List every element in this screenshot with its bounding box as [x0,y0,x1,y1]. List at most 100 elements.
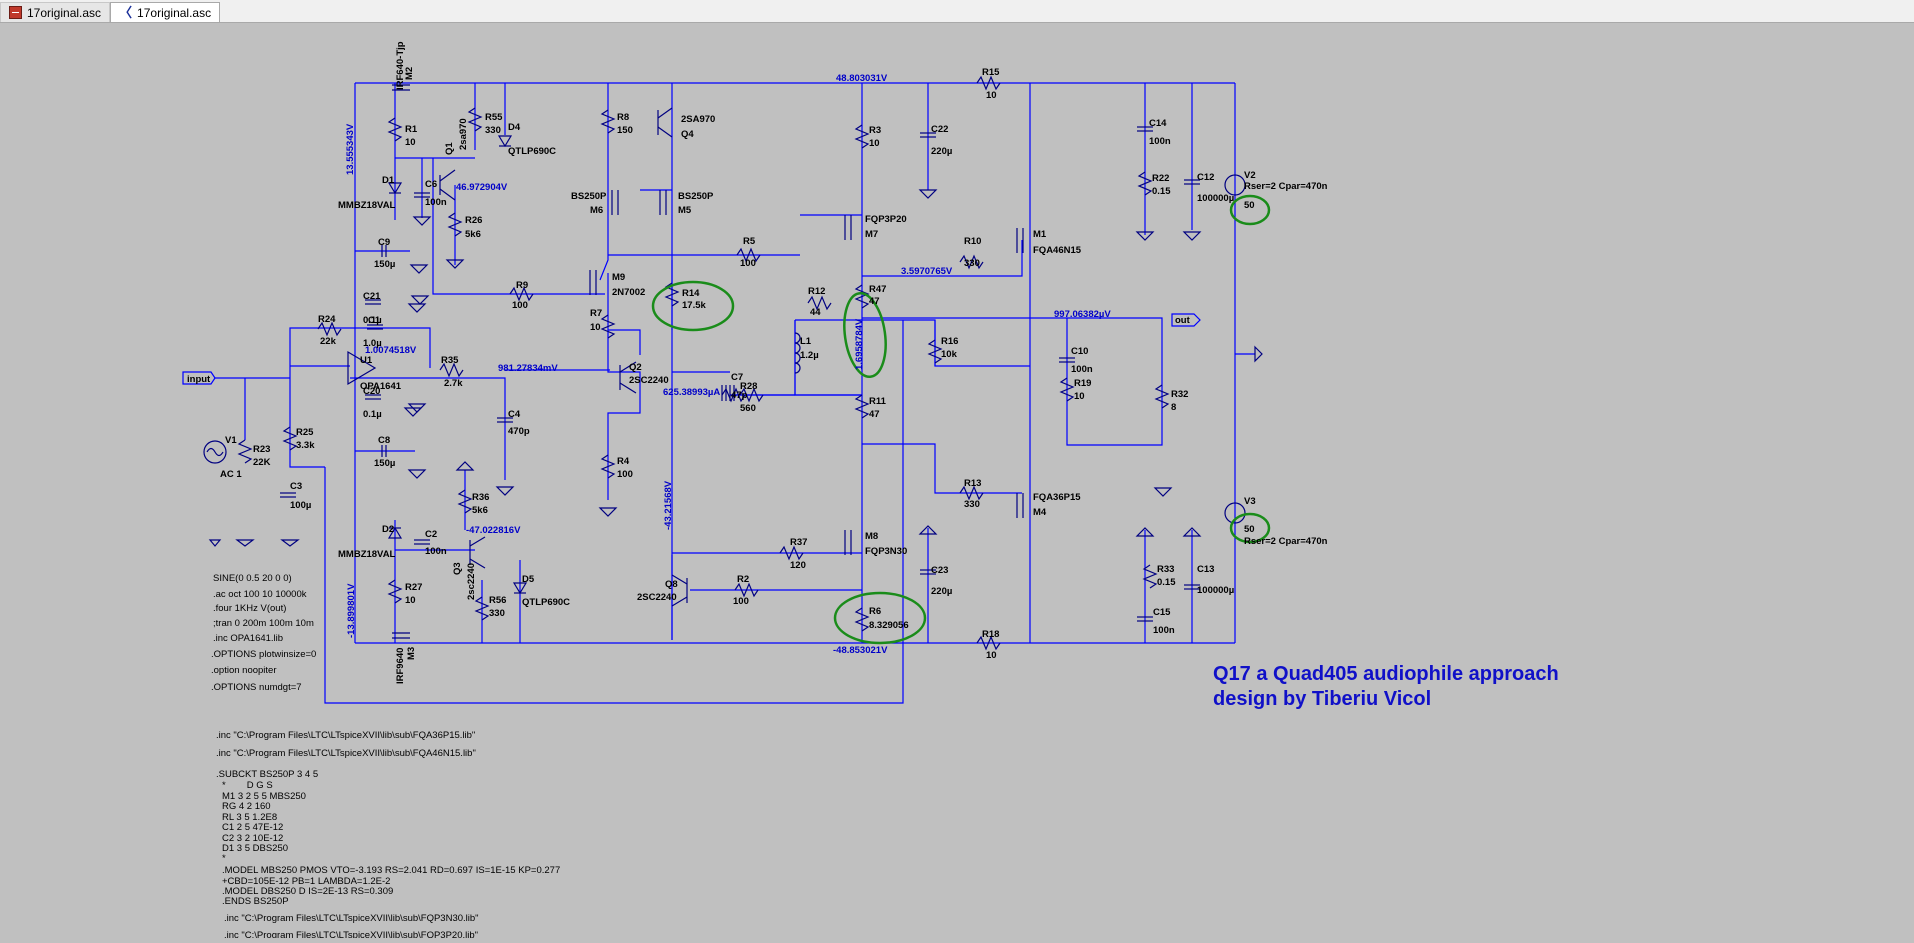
tab-schematic[interactable]: 17original.asc [0,2,111,22]
label-c20-ref: C20 [363,386,380,397]
node-voltage-13v: 13.555343V [345,123,356,175]
node-voltage-bottom-rail: -48.853021V [833,645,888,656]
label-r1-ref: R1 [405,124,418,135]
subckt-line: .MODEL DBS250 D IS=2E-13 RS=0.309 [222,886,393,897]
directive-line: .four 1KHz V(out) [213,603,286,614]
component-labels: M2 IRF640-Tjp R1 10 R55 330 Q1 2sa970 D4… [220,41,1328,684]
label-c10-ref: C10 [1071,346,1088,357]
schematic-symbols [182,75,1263,651]
label-c1-value: 1.0µ [363,338,382,349]
directive-line: .inc OPA1641.lib [213,633,283,644]
label-c20-value: 0.1µ [363,409,382,420]
label-r5-ref: R5 [743,236,756,247]
label-m5-ref: M5 [678,205,692,216]
label-m2-ref: M2 [404,67,415,80]
label-r26-value: 5k6 [465,229,481,240]
label-r2-value: 100 [733,596,749,607]
label-r28-value: 560 [740,403,756,414]
label-c4-value: 470p [508,426,530,437]
subckt-line: * [222,853,226,864]
tab-waveform[interactable]: 〈 17original.asc [110,2,221,22]
waveform-icon: 〈 [119,5,133,20]
label-m3-value: IRF9640 [395,648,406,684]
label-c22-value: 220µ [931,146,952,157]
label-r24-ref: R24 [318,314,336,325]
label-r36-value: 5k6 [472,505,488,516]
directive-line: .ac oct 100 10 10000k [213,589,307,600]
label-r19-value: 10 [1074,391,1085,402]
label-c23-value: 220µ [931,586,952,597]
include-line: .inc "C:\Program Files\LTC\LTspiceXVII\l… [224,930,478,938]
label-m2-value: IRF640-Tjp [395,41,406,90]
label-r14-ref: R14 [682,288,700,299]
label-d4-value: QTLP690C [508,146,556,157]
label-r28-ref: R28 [740,381,757,392]
label-u1-value: OPA1641 [360,381,402,392]
node-current-r28: 625.38993µA [663,387,720,398]
label-c21-value: 0.1µ [363,315,382,326]
label-c2-ref: C2 [425,529,437,540]
label-c8-value: 150µ [374,458,395,469]
node-voltage-u1-out: 1.0074518V [365,345,417,356]
label-m8-value: FQP3N30 [865,546,907,557]
output-port-label[interactable]: out [1175,315,1191,326]
label-r35-value: 2.7k [444,378,463,389]
input-port-label[interactable]: input [187,374,211,385]
label-v3-extra: Rser=2 Cpar=470n [1244,536,1328,547]
label-c10-value: 100n [1071,364,1093,375]
label-c14-ref: C14 [1149,118,1167,129]
label-c15-ref: C15 [1153,607,1171,618]
label-r36-ref: R36 [472,492,489,503]
label-v3-value: 50 [1244,524,1255,535]
subckt-line: * D G S [222,780,273,791]
label-c9-value: 150µ [374,259,395,270]
subckt-line: C2 3 2 10E-12 [222,833,283,844]
directive-line: .OPTIONS plotwinsize=0 [211,649,316,660]
node-voltage-minus13v: -13.899801V [346,583,357,638]
label-r35-ref: R35 [441,355,459,366]
label-d2-ref: D2 [382,524,394,535]
label-r32-value: 8 [1171,402,1176,413]
label-r3-ref: R3 [869,125,881,136]
label-r47-ref: R47 [869,284,886,295]
label-m1-value: FQA46N15 [1033,245,1082,256]
label-r23-value: 22K [253,457,271,468]
subckt-line: C1 2 5 47E-12 [222,822,283,833]
label-r11-value: 47 [869,409,880,420]
label-r13-ref: R13 [964,478,981,489]
schematic-canvas[interactable]: M2 IRF640-Tjp R1 10 R55 330 Q1 2sa970 D4… [0,23,1914,941]
tab-schematic-label: 17original.asc [27,5,102,20]
label-r15-ref: R15 [982,67,1000,78]
label-r10-value: 330 [964,258,980,269]
label-v2-ref: V2 [1244,170,1256,181]
subckt-line: .SUBCKT BS250P 3 4 5 [216,769,318,780]
label-r32-ref: R32 [1171,389,1188,400]
label-v3-ref: V3 [1244,496,1256,507]
spice-directives[interactable]: SINE(0 0.5 20 0 0) .ac oct 100 10 10000k… [211,573,316,693]
subckt-definition[interactable]: .SUBCKT BS250P 3 4 5 * D G S M1 3 2 5 5 … [216,769,560,941]
label-c9-ref: C9 [378,237,390,248]
subckt-line: RG 4 2 160 [222,801,271,812]
label-v1-value: AC 1 [220,469,242,480]
label-r22-value: 0.15 [1152,186,1171,197]
subckt-line: +CBD=105E-12 PB=1 LAMBDA=1.2E-2 [222,876,390,887]
include-directives[interactable]: .inc "C:\Program Files\LTC\LTspiceXVII\l… [216,730,476,759]
label-r4-ref: R4 [617,456,630,467]
directive-line: SINE(0 0.5 20 0 0) [213,573,292,584]
design-title[interactable]: Q17 a Quad405 audiophile approach design… [1213,663,1559,710]
label-r27-ref: R27 [405,582,422,593]
label-r22-ref: R22 [1152,173,1169,184]
label-v2-value: 50 [1244,200,1255,211]
label-r16-ref: R16 [941,336,958,347]
label-r33-ref: R33 [1157,564,1174,575]
label-r7-value: 10 [590,322,601,333]
label-r11-ref: R11 [869,396,887,407]
label-c7-value: 47p [731,390,748,401]
label-d2-value: MMBZ18VAL [338,549,396,560]
label-r27-value: 10 [405,595,416,606]
label-m8-ref: M8 [865,531,878,542]
label-c4-ref: C4 [508,409,521,420]
label-m9-ref: M9 [612,272,625,283]
include-line: .inc "C:\Program Files\LTC\LTspiceXVII\l… [216,730,475,741]
node-voltage-m1-gate: 3.5970765V [901,266,953,277]
